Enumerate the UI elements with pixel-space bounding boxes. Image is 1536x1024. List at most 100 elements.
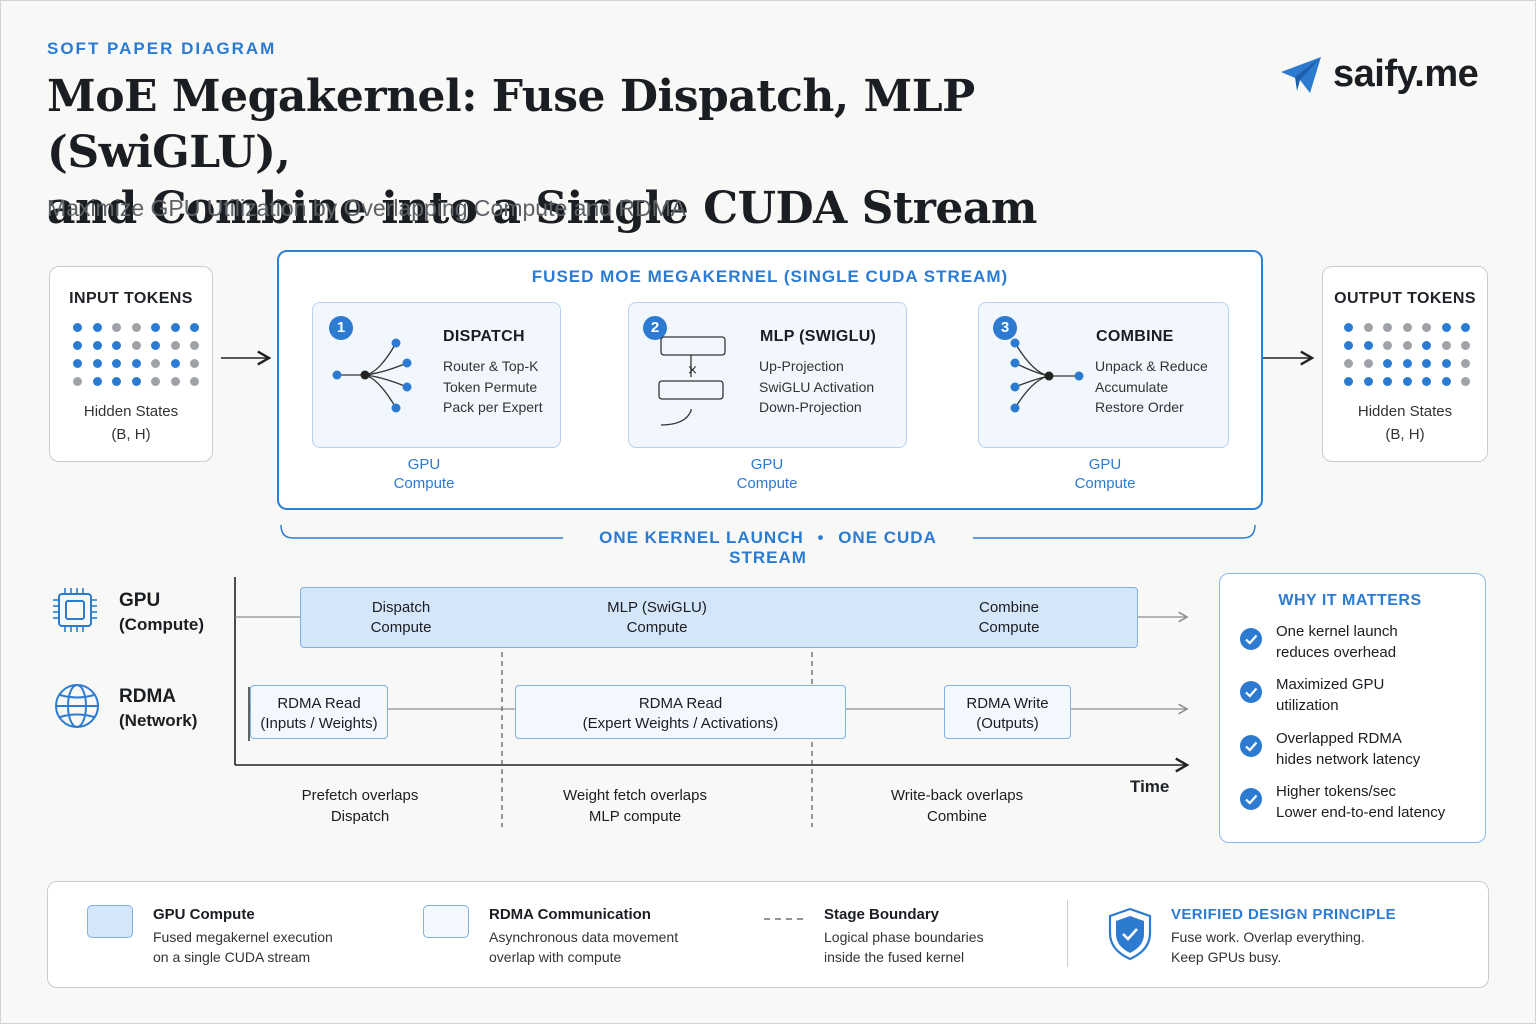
token-dot <box>1461 359 1470 368</box>
segment-line: Compute <box>978 619 1040 636</box>
legend-gpu: GPU Compute Fused megakernel execution o… <box>153 906 333 967</box>
output-label: Hidden States <box>1357 403 1453 420</box>
title-line-1: MoE Megakernel: Fuse Dispatch, MLP (SwiG… <box>47 71 975 178</box>
token-dot <box>92 377 102 386</box>
lane-name: RDMA <box>119 686 176 707</box>
stage-number-1: 1 <box>329 316 353 340</box>
token-dot <box>131 359 141 368</box>
stage-line: Token Permute <box>443 378 538 395</box>
token-dot <box>1402 323 1412 332</box>
gpu-segment-combine: Combine Compute <box>812 598 1206 638</box>
caption-line: Weight fetch overlaps <box>563 787 707 804</box>
legend-principle: VERIFIED DESIGN PRINCIPLE Fuse work. Ove… <box>1171 906 1396 967</box>
why-line: Higher tokens/sec <box>1276 783 1397 800</box>
input-token-grid <box>73 323 200 386</box>
chip-icon <box>53 588 97 632</box>
token-dot <box>112 359 121 368</box>
token-dot <box>190 377 199 386</box>
legend-title: RDMA Communication <box>489 906 651 923</box>
stage-unit-mlp: GPU Compute <box>717 455 817 493</box>
token-dot <box>73 341 82 350</box>
token-dot <box>131 341 141 350</box>
output-tokens-title: OUTPUT TOKENS <box>1334 290 1476 307</box>
token-dot <box>151 359 160 368</box>
segment-line: (Inputs / Weights) <box>260 715 378 732</box>
token-dot <box>1402 341 1412 350</box>
token-dot <box>190 359 199 368</box>
token-dot <box>1422 377 1431 386</box>
overlap-caption-combine: Write-back overlaps Combine <box>857 785 1057 827</box>
swiglu-icon: × <box>658 336 726 426</box>
token-dot <box>170 377 180 386</box>
page-title: MoE Megakernel: Fuse Dispatch, MLP (SwiG… <box>47 69 1147 237</box>
stage-name-combine: COMBINE <box>1096 328 1174 345</box>
check-icon <box>1240 628 1262 650</box>
title-line-2: and Combine into a Single CUDA Stream <box>47 183 1037 234</box>
token-dot <box>1441 359 1451 368</box>
stage-line: Router & Top-K <box>443 358 539 374</box>
token-dot <box>131 377 141 386</box>
token-dot <box>190 323 199 332</box>
token-dot <box>151 377 160 386</box>
segment-line: RDMA Read <box>277 695 361 712</box>
lane-sub: (Network) <box>119 711 198 730</box>
rdma-write-outputs-bar: RDMA Write (Outputs) <box>944 685 1071 739</box>
output-token-grid <box>1344 323 1471 386</box>
check-icon <box>1240 735 1262 757</box>
caption-line: Combine <box>926 808 988 825</box>
legend-title: GPU Compute <box>153 906 255 923</box>
segment-line: (Outputs) <box>976 715 1039 732</box>
input-shape: (B, H) <box>111 426 151 443</box>
globe-icon <box>55 684 99 728</box>
token-dot <box>1422 341 1431 350</box>
gpu-lane-label: GPU (Compute) <box>119 589 204 637</box>
legend-boundary: Stage Boundary Logical phase boundaries … <box>824 906 984 967</box>
token-dot <box>151 323 160 332</box>
why-line: Overlapped RDMA <box>1276 730 1402 747</box>
unit-line: GPU <box>1088 456 1122 473</box>
token-dot <box>1461 377 1470 386</box>
stage-name-mlp: MLP (SWIGLU) <box>760 328 877 345</box>
stage-line: SwiGLU Activation <box>759 378 875 395</box>
fan-in-icon <box>1010 338 1084 413</box>
caption-line: Prefetch overlaps <box>301 787 419 804</box>
segment-line: Combine <box>978 599 1040 616</box>
kernel-bracket <box>280 524 1256 539</box>
token-dot <box>1402 359 1412 368</box>
rdma-read-weights-bar: RDMA Read (Expert Weights / Activations) <box>515 685 846 739</box>
token-dot <box>1441 377 1451 386</box>
output-tokens-card: OUTPUT TOKENS Hidden States (B, H) <box>1322 266 1488 462</box>
stage-lines-combine: Unpack & Reduce Accumulate Restore Order <box>1095 356 1208 418</box>
segment-line: RDMA Write <box>966 695 1049 712</box>
token-dot <box>92 341 102 350</box>
output-tokens-label: Hidden States (B, H) <box>1323 400 1487 446</box>
stage-unit-combine: GPU Compute <box>1055 455 1155 493</box>
why-line: reduces overhead <box>1276 643 1397 661</box>
caption-separator: • <box>817 528 825 547</box>
stage-line: Down-Projection <box>759 399 862 415</box>
caption-line: MLP compute <box>588 808 682 825</box>
token-dot <box>73 359 82 368</box>
token-dot <box>1363 323 1373 332</box>
stage-line: Accumulate <box>1095 378 1169 395</box>
why-item: One kernel launch reduces overhead <box>1240 622 1398 663</box>
legend-title: Stage Boundary <box>824 906 940 923</box>
unit-line: Compute <box>736 475 798 492</box>
legend-line: on a single CUDA stream <box>153 948 311 965</box>
unit-line: Compute <box>1074 475 1136 492</box>
caption-line: Write-back overlaps <box>890 787 1024 804</box>
cuda-stream-label: ONE CUDA STREAM <box>729 528 937 567</box>
rdma-swatch <box>423 905 469 938</box>
token-dot <box>92 359 102 368</box>
token-dot <box>170 323 180 332</box>
token-dot <box>151 341 160 350</box>
why-line: One kernel launch <box>1276 623 1398 640</box>
token-dot <box>1344 359 1353 368</box>
input-label: Hidden States <box>83 403 179 420</box>
time-axis-label: Time <box>1130 777 1170 796</box>
